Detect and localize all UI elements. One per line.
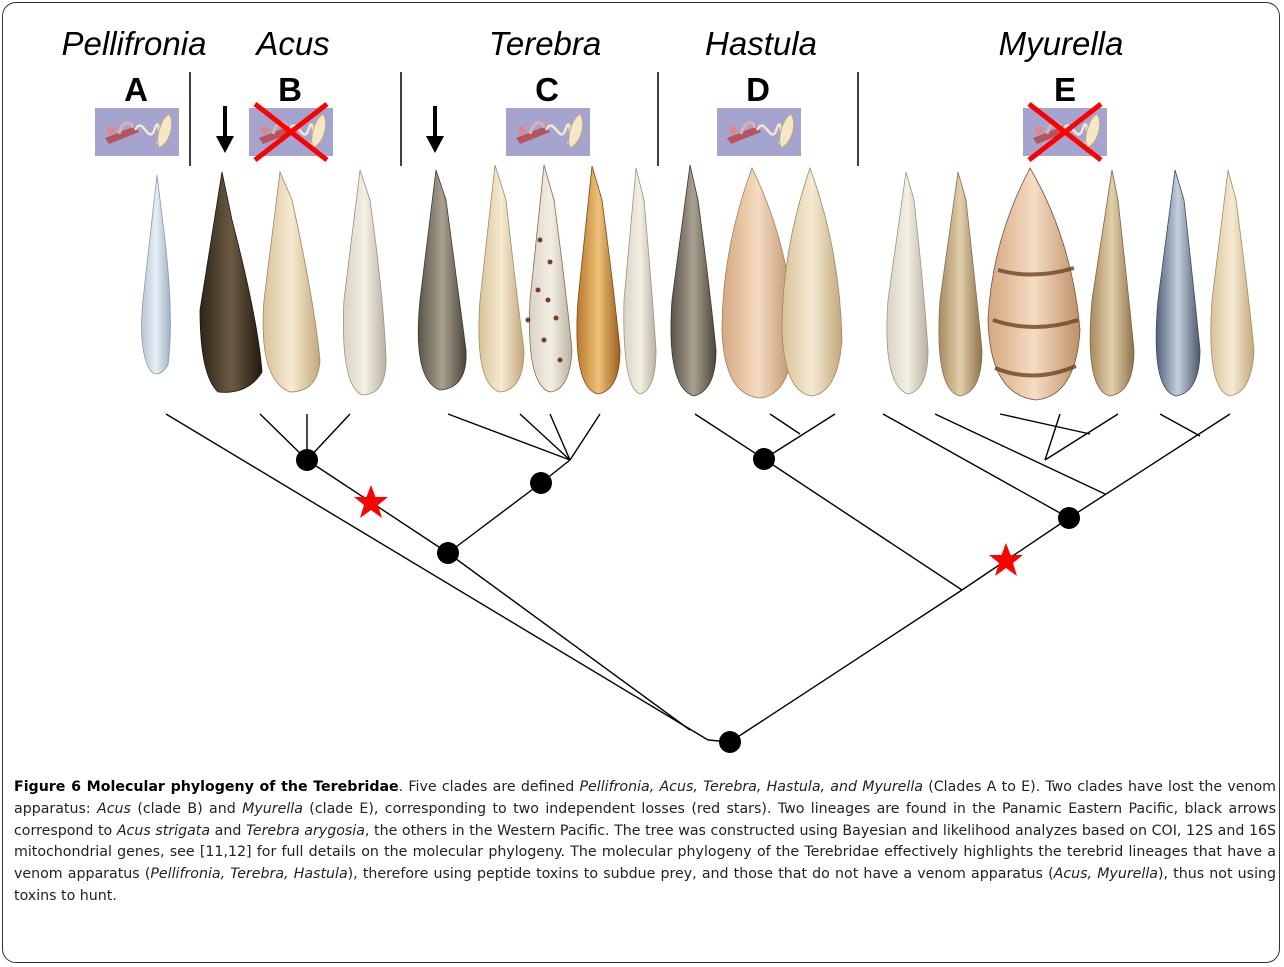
genus-label-acus: Acus — [254, 25, 329, 62]
shell-image — [1211, 170, 1254, 396]
genus-label-pellifronia: Pellifronia — [62, 25, 207, 62]
genus-label-terebra: Terebra — [489, 25, 602, 62]
caption-text: and — [210, 823, 246, 839]
shell-image — [1156, 170, 1200, 396]
caption-italic: Pellifronia, Terebra, Hastula — [150, 866, 347, 882]
tree-node — [753, 448, 775, 470]
venom-loss-star-icon-myurella — [989, 543, 1023, 576]
tree-node — [1058, 507, 1080, 529]
down-arrow-icon-acus-strigata — [216, 106, 234, 153]
shell-image — [939, 172, 982, 396]
clade-letter-b: B — [278, 71, 302, 108]
down-arrow-icon-terebra-arygosia — [426, 106, 444, 153]
shell-image — [142, 175, 171, 374]
caption-label: Figure 6 Molecular phylogeny of the Tere… — [14, 779, 399, 795]
caption-italic: Acus — [97, 801, 131, 817]
shell-image — [529, 165, 572, 392]
venom-apparatus-icon-d — [717, 108, 801, 156]
clade-letter-e: E — [1054, 71, 1076, 108]
shell-image — [887, 172, 928, 394]
clade-letter-c: C — [535, 71, 559, 108]
shell-image — [200, 172, 262, 392]
clade-letter-d: D — [746, 71, 770, 108]
tree-node — [719, 731, 741, 753]
caption-italic: Myurella — [242, 801, 303, 817]
shell-image — [671, 165, 716, 396]
shell-image — [577, 166, 620, 394]
genus-label-myurella: Myurella — [999, 25, 1124, 62]
caption-italic: Acus, Myurella — [1054, 866, 1158, 882]
caption-text: ), therefore using peptide toxins to sub… — [348, 866, 1054, 882]
figure-caption: Figure 6 Molecular phylogeny of the Tere… — [14, 777, 1276, 908]
shell-image — [263, 172, 320, 392]
shell-image — [343, 170, 386, 395]
phylogeny-tree — [166, 414, 1230, 742]
caption-text: . Five clades are defined — [399, 779, 580, 795]
caption-italic: Terebra arygosia — [246, 823, 365, 839]
tree-nodes — [296, 448, 1080, 753]
tree-node — [296, 449, 318, 471]
shell-image — [624, 168, 656, 394]
shell-image — [722, 168, 794, 398]
venom-apparatus-icon-c — [506, 108, 590, 156]
shell-image — [479, 165, 524, 392]
genus-label-hastula: Hastula — [705, 25, 817, 62]
caption-italic: Acus strigata — [117, 823, 210, 839]
caption-text: (clade B) and — [131, 801, 242, 817]
caption-italic: Pellifronia, Acus, Terebra, Hastula, and… — [579, 779, 923, 795]
clade-letter-a: A — [124, 71, 148, 108]
shell-image — [782, 168, 842, 396]
shell-image — [988, 168, 1080, 400]
venom-apparatus-icon-a — [95, 108, 179, 156]
shell-image — [1090, 170, 1134, 396]
tree-node — [530, 472, 552, 494]
shell-images — [142, 165, 1254, 400]
venom-loss-star-icon-acus — [354, 485, 388, 518]
shell-image — [418, 170, 466, 390]
tree-node — [437, 542, 459, 564]
